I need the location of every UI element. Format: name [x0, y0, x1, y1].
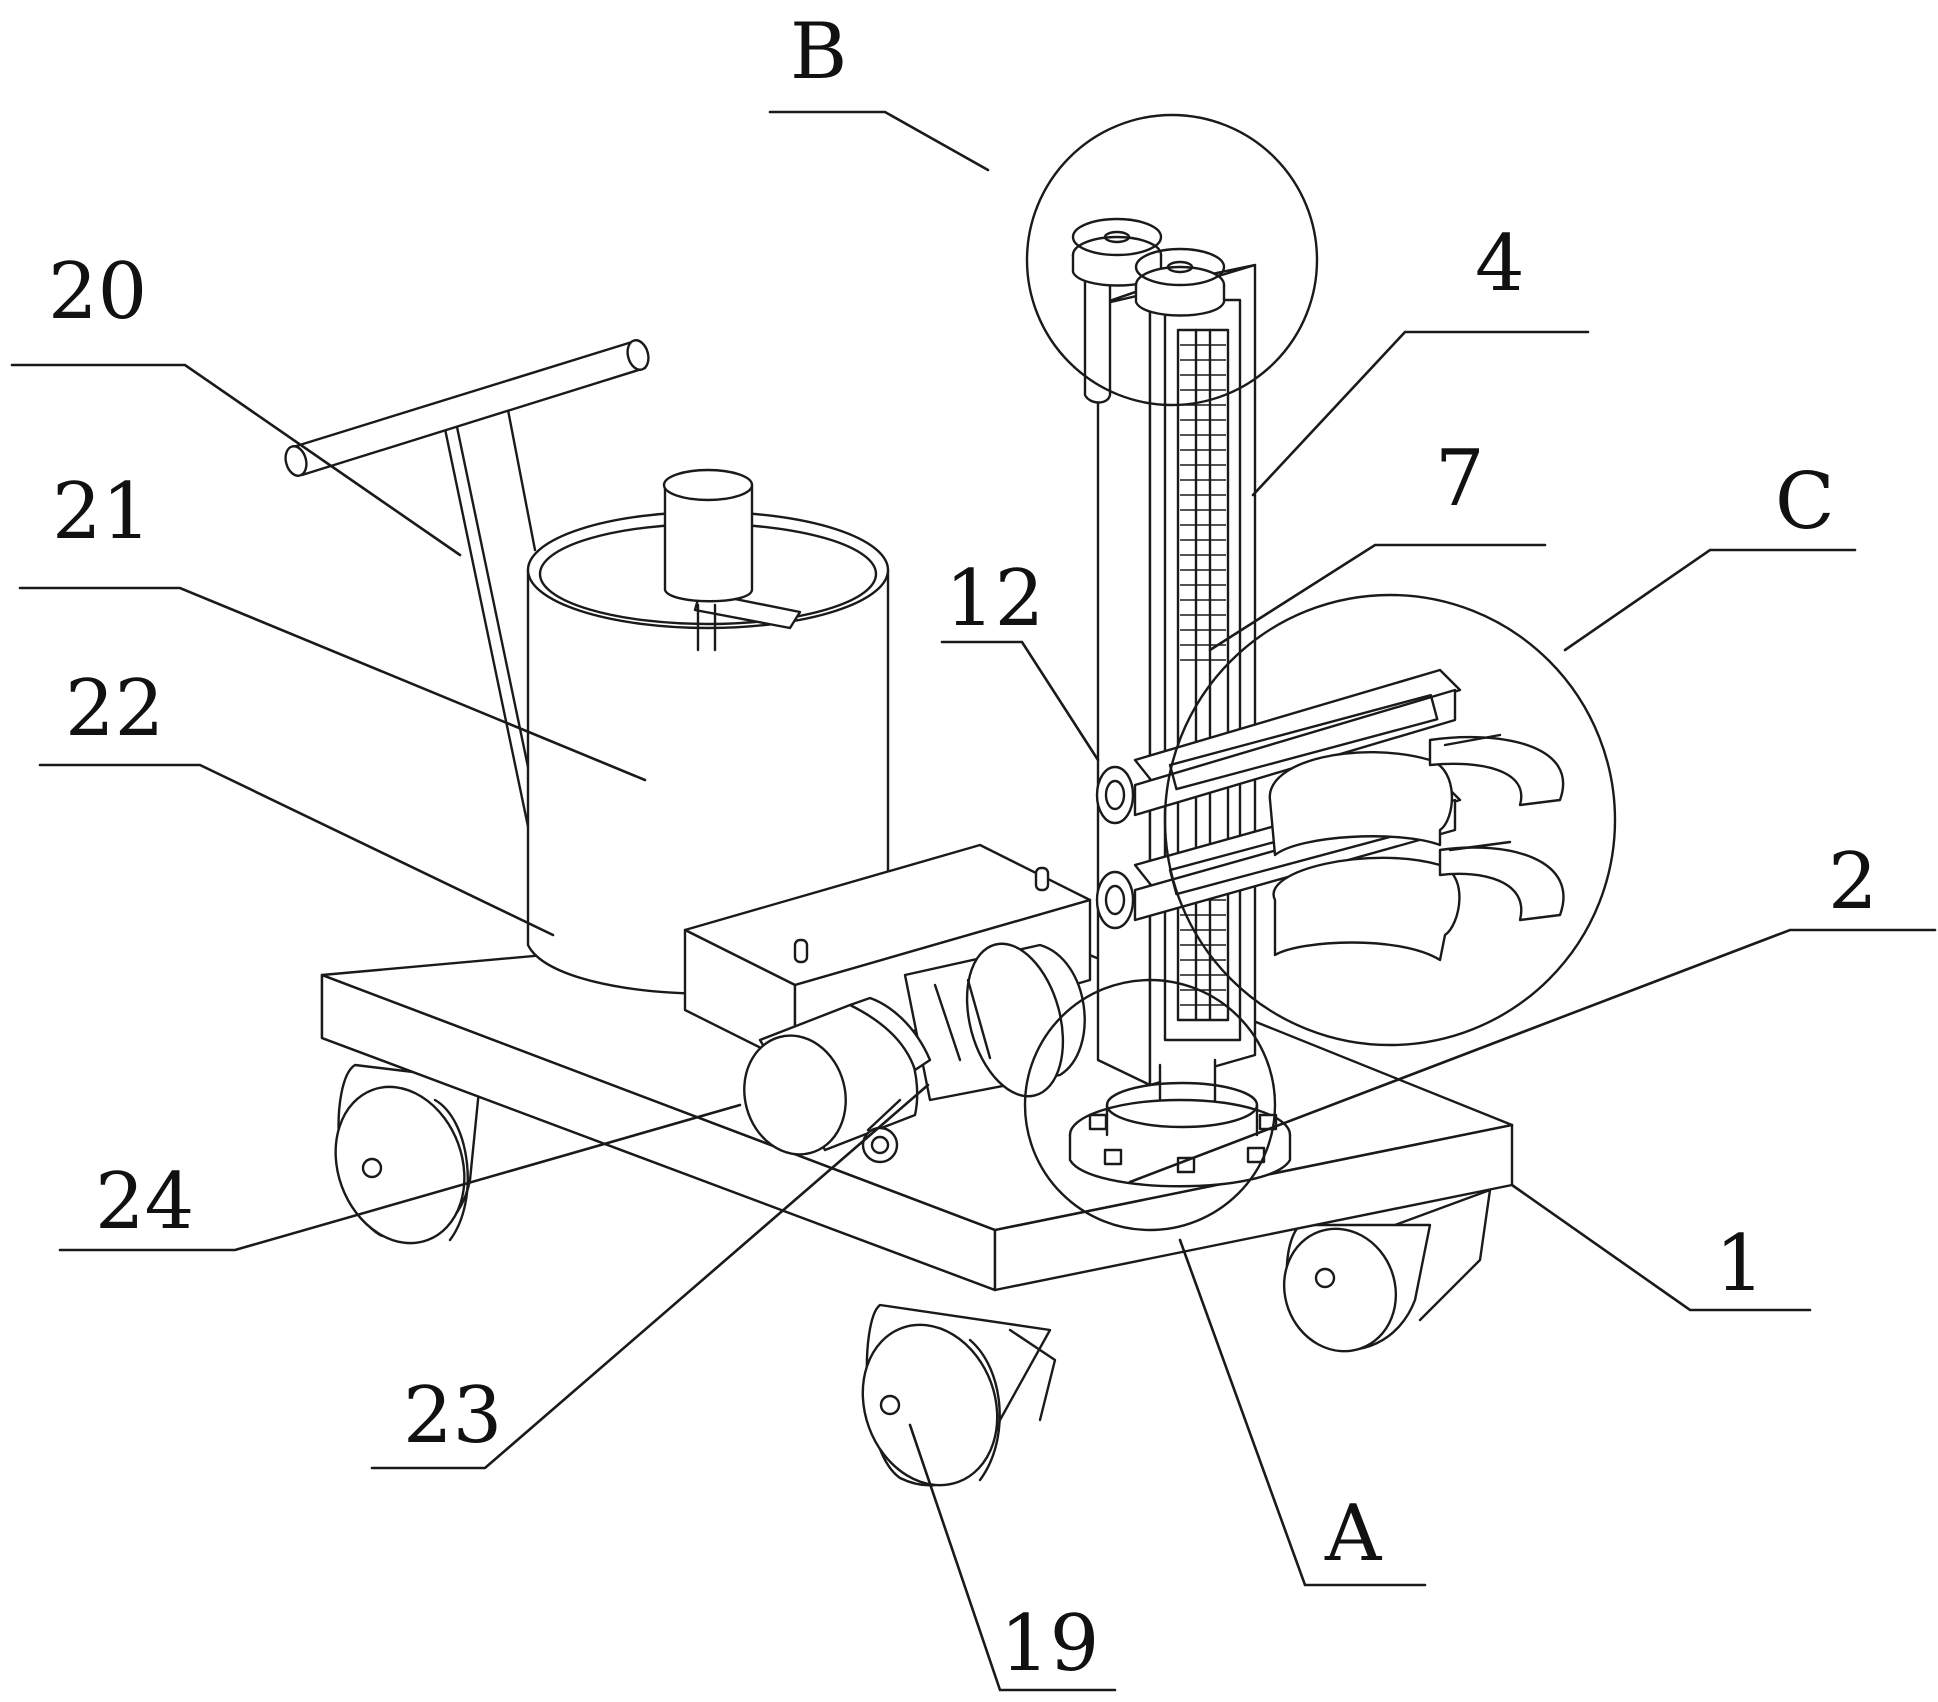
label-19: 19 — [1000, 1599, 1099, 1689]
label-c: C — [1775, 457, 1835, 547]
label-2: 2 — [1828, 837, 1878, 927]
clamp-assembly — [1095, 668, 1565, 962]
motor-and-roller — [743, 942, 1086, 1164]
label-b: B — [790, 7, 847, 97]
label-20: 20 — [48, 247, 147, 337]
detail-circle-b — [1025, 113, 1319, 407]
label-4: 4 — [1475, 219, 1525, 309]
mixing-tank — [526, 468, 890, 995]
wheel-front-right — [1282, 1188, 1492, 1353]
label-22: 22 — [65, 664, 164, 754]
label-12: 12 — [945, 554, 1044, 644]
label-24: 24 — [95, 1157, 194, 1247]
leader-lines — [10, 110, 1937, 1692]
label-21: 21 — [52, 467, 151, 557]
label-1: 1 — [1715, 1219, 1765, 1309]
detail-circle-c — [1163, 593, 1617, 1047]
vertical-column — [1096, 263, 1257, 1087]
wheel-rear-left — [334, 1063, 482, 1245]
label-a: A — [1324, 1489, 1383, 1579]
wheel-front-left — [861, 1303, 1057, 1487]
top-gears — [1071, 217, 1226, 404]
label-7: 7 — [1435, 434, 1485, 524]
detail-circle-a — [1023, 978, 1277, 1232]
label-23: 23 — [403, 1371, 502, 1461]
